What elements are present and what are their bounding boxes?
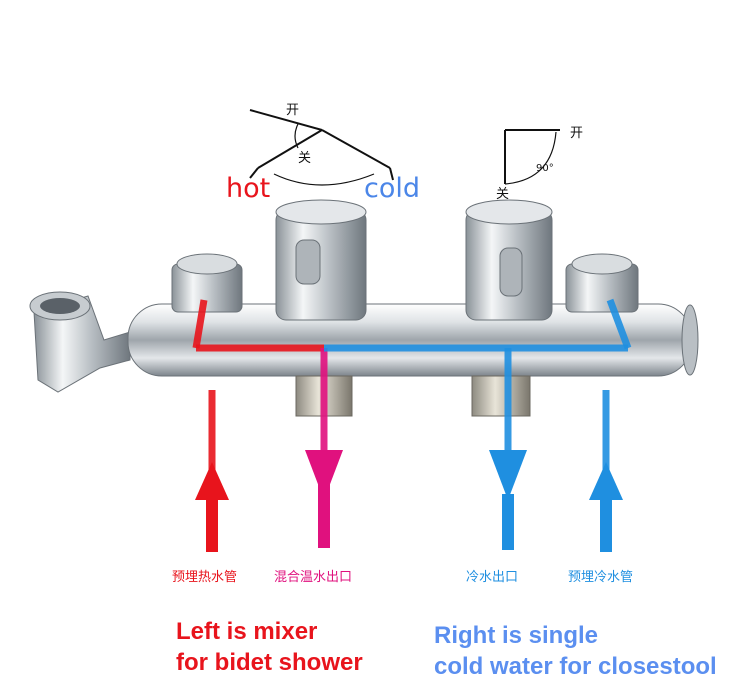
hot-inlet-caption: 预埋热水管 xyxy=(172,570,238,585)
single-valve xyxy=(465,199,553,321)
valve-body xyxy=(127,303,699,377)
hot-flow-path xyxy=(192,299,324,470)
cold-inlet-caption: 预埋冷水管 xyxy=(568,570,634,585)
angle-label: 90° xyxy=(536,163,554,174)
cold-flow-path xyxy=(324,298,632,470)
mixer-angle-diagram xyxy=(249,109,394,186)
right-note-line1: Right is single xyxy=(434,622,599,649)
open-label-left: 开 xyxy=(286,103,300,118)
mixed-outlet-caption: 混合温水出口 xyxy=(274,570,353,585)
valve-handle-icon xyxy=(275,199,367,321)
close-label-right: 关 xyxy=(496,187,510,202)
right-note-line2: cold water for closestool xyxy=(434,653,717,680)
single-angle-diagram xyxy=(504,129,560,185)
cold-outlet-thread xyxy=(471,375,531,417)
left-note-line1: Left is mixer xyxy=(176,618,318,645)
cold-label: cold xyxy=(364,173,421,204)
close-label-left: 关 xyxy=(298,151,312,166)
open-label-right: 开 xyxy=(570,126,584,141)
left-inlet-nut xyxy=(171,253,243,313)
shower-holder-icon xyxy=(29,291,131,393)
hot-label: hot xyxy=(226,173,271,204)
right-inlet-nut xyxy=(565,253,639,313)
cold-outlet-caption: 冷水出口 xyxy=(466,570,519,585)
flow-arrow-icon xyxy=(195,450,623,552)
left-note-line2: for bidet shower xyxy=(176,649,363,676)
